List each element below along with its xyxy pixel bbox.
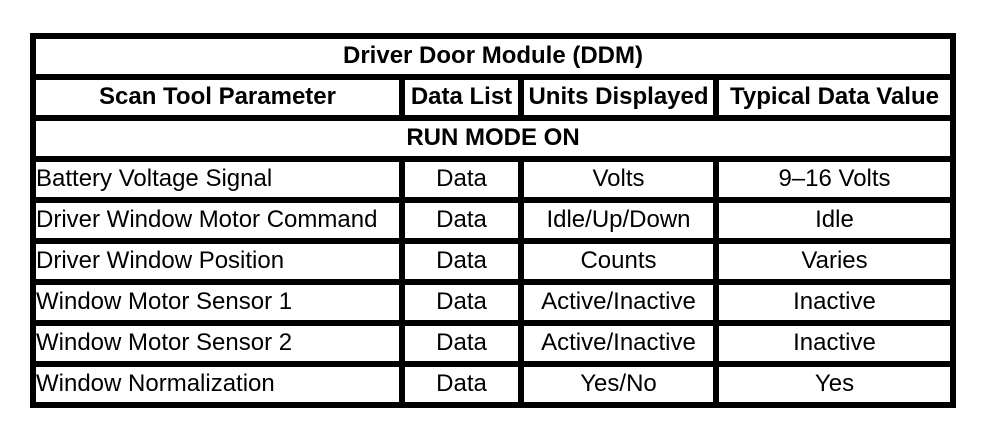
data-list-cell: Data <box>399 320 524 367</box>
column-header-typical-value: Typical Data Value <box>713 74 956 121</box>
data-list-cell: Data <box>399 279 524 326</box>
parameter-name-cell: Battery Voltage Signal <box>30 156 405 203</box>
typical-value-cell: Idle <box>713 197 956 244</box>
units-cell: Active/Inactive <box>518 320 719 367</box>
parameter-name-cell: Window Motor Sensor 1 <box>30 279 405 326</box>
units-cell: Volts <box>518 156 719 203</box>
table-row: Driver Window Position Data Counts Varie… <box>30 238 956 285</box>
table-row: Battery Voltage Signal Data Volts 9–16 V… <box>30 156 956 203</box>
typical-value-cell: Inactive <box>713 279 956 326</box>
table-row: Window Normalization Data Yes/No Yes <box>30 361 956 408</box>
data-list-cell: Data <box>399 197 524 244</box>
column-header-data-list: Data List <box>399 74 524 121</box>
units-cell: Counts <box>518 238 719 285</box>
units-cell: Active/Inactive <box>518 279 719 326</box>
units-cell: Idle/Up/Down <box>518 197 719 244</box>
column-header-parameter: Scan Tool Parameter <box>30 74 405 121</box>
section-header-run-mode: RUN MODE ON <box>30 115 956 162</box>
column-header-units: Units Displayed <box>518 74 719 121</box>
parameter-name-cell: Driver Window Position <box>30 238 405 285</box>
data-list-cell: Data <box>399 156 524 203</box>
units-cell: Yes/No <box>518 361 719 408</box>
section-header-row: RUN MODE ON <box>30 115 956 162</box>
typical-value-cell: Inactive <box>713 320 956 367</box>
typical-value-cell: Yes <box>713 361 956 408</box>
data-list-cell: Data <box>399 361 524 408</box>
data-list-cell: Data <box>399 238 524 285</box>
table-title: Driver Door Module (DDM) <box>30 33 956 80</box>
ddm-parameter-table: Driver Door Module (DDM) Scan Tool Param… <box>30 33 956 408</box>
column-header-row: Scan Tool Parameter Data List Units Disp… <box>30 74 956 121</box>
table-row: Window Motor Sensor 1 Data Active/Inacti… <box>30 279 956 326</box>
table-row: Driver Window Motor Command Data Idle/Up… <box>30 197 956 244</box>
title-row: Driver Door Module (DDM) <box>30 33 956 80</box>
parameter-name-cell: Window Normalization <box>30 361 405 408</box>
parameter-name-cell: Driver Window Motor Command <box>30 197 405 244</box>
typical-value-cell: 9–16 Volts <box>713 156 956 203</box>
ddm-table-container: Driver Door Module (DDM) Scan Tool Param… <box>30 33 956 408</box>
parameter-name-cell: Window Motor Sensor 2 <box>30 320 405 367</box>
table-row: Window Motor Sensor 2 Data Active/Inacti… <box>30 320 956 367</box>
typical-value-cell: Varies <box>713 238 956 285</box>
